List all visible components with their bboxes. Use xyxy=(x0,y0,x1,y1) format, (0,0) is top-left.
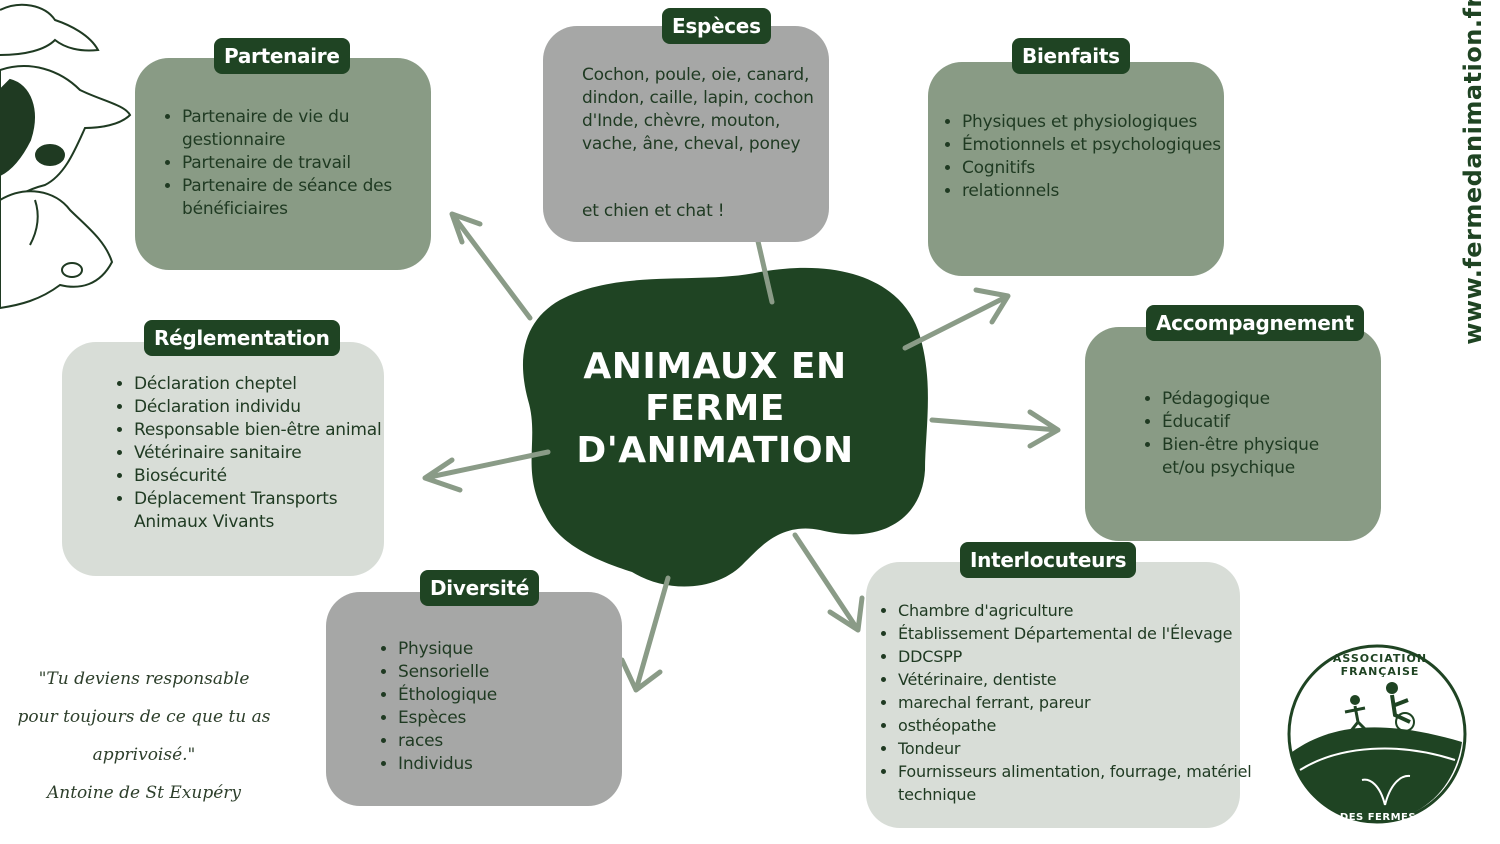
especes-text: Cochon, poule, oie, canard, dindon, cail… xyxy=(582,65,814,154)
interlocuteurs-list: Chambre d'agriculture Établissement Dépa… xyxy=(876,599,1258,806)
list-item: Biosécurité xyxy=(134,465,392,488)
list-item: Sensorielle xyxy=(398,661,618,684)
list-item: Établissement Départemental de l'Élevage xyxy=(898,622,1258,645)
quote-author: Antoine de St Exupéry xyxy=(47,783,241,803)
list-item: races xyxy=(398,730,618,753)
list-item: Partenaire de vie du gestionnaire xyxy=(182,106,432,152)
list-item: Individus xyxy=(398,753,618,776)
especes-label: Espèces xyxy=(662,8,771,44)
center-title: ANIMAUX EN FERME D'ANIMATION xyxy=(576,346,854,471)
arrow-to-bienfaits xyxy=(902,287,1011,351)
partenaire-list: Partenaire de vie du gestionnaire Parten… xyxy=(160,106,432,221)
quote-text: "Tu deviens responsable pour toujours de… xyxy=(17,669,271,765)
list-item: Vétérinaire sanitaire xyxy=(134,442,392,465)
website-url-container: www.fermedanimation.fr xyxy=(1455,0,1491,345)
list-item: DDCSPP xyxy=(898,645,1258,668)
list-item: Cognitifs xyxy=(962,157,1246,180)
list-item: Espèces xyxy=(398,707,618,730)
list-item: Émotionnels et psychologiques xyxy=(962,134,1246,157)
list-item: Éducatif xyxy=(1162,411,1362,434)
list-item: Tondeur xyxy=(898,737,1258,760)
center-blob xyxy=(522,267,928,587)
list-item: Éthologique xyxy=(398,684,618,707)
partenaire-box xyxy=(135,58,431,270)
list-item: osthéopathe xyxy=(898,714,1258,737)
partenaire-label: Partenaire xyxy=(214,38,350,74)
list-item: Pédagogique xyxy=(1162,388,1362,411)
arrow-to-interlocuteurs xyxy=(792,532,865,633)
arrow-to-accompagnement xyxy=(929,409,1061,449)
interlocuteurs-box xyxy=(866,562,1240,828)
diversite-list: Physique Sensorielle Éthologique Espèces… xyxy=(376,638,618,776)
reglementation-label: Réglementation xyxy=(144,320,340,356)
reglementation-box xyxy=(62,342,384,576)
diversite-label: Diversité xyxy=(420,570,540,606)
accompagnement-label: Accompagnement xyxy=(1146,305,1364,341)
arrow-to-reglementation xyxy=(422,449,551,493)
list-item: Partenaire de travail xyxy=(182,152,432,175)
quote: "Tu deviens responsable pour toujours de… xyxy=(16,660,272,812)
list-item: Partenaire de séance des bénéficiaires xyxy=(182,175,432,221)
list-item: relationnels xyxy=(962,180,1246,203)
list-item: Responsable bien-être animal xyxy=(134,419,392,442)
farm-animals-illustration xyxy=(0,3,132,310)
logo-text-bottom: des Fermes d'Animation xyxy=(1337,812,1419,834)
diversite-box xyxy=(326,592,622,806)
especes-box xyxy=(543,26,829,242)
especes-text-2: et chien et chat ! xyxy=(582,201,725,221)
list-item: Déclaration cheptel xyxy=(134,373,392,396)
list-item: Déclaration individu xyxy=(134,396,392,419)
arrow-to-diversite xyxy=(619,575,671,693)
website-url[interactable]: www.fermedanimation.fr xyxy=(1459,0,1487,345)
association-logo xyxy=(1287,644,1467,824)
list-item: Fournisseurs alimentation, fourrage, mat… xyxy=(898,760,1258,806)
bienfaits-label: Bienfaits xyxy=(1012,38,1130,74)
list-item: Bien-être physique et/ou psychique xyxy=(1162,434,1362,480)
list-item: Chambre d'agriculture xyxy=(898,599,1258,622)
interlocuteurs-label: Interlocuteurs xyxy=(960,542,1137,578)
bienfaits-list: Physiques et physiologiques Émotionnels … xyxy=(940,111,1246,203)
logo-text-top: Association Française xyxy=(1332,652,1428,678)
reglementation-list: Déclaration cheptel Déclaration individu… xyxy=(112,373,392,534)
list-item: marechal ferrant, pareur xyxy=(898,691,1258,714)
bienfaits-box xyxy=(928,62,1224,276)
accompagnement-list: Pédagogique Éducatif Bien-être physique … xyxy=(1140,388,1362,480)
list-item: Vétérinaire, dentiste xyxy=(898,668,1258,691)
list-item: Physique xyxy=(398,638,618,661)
list-item: Physiques et physiologiques xyxy=(962,111,1246,134)
accompagnement-box xyxy=(1085,327,1381,541)
arrow-to-partenaire xyxy=(449,211,533,321)
list-item: Déplacement Transports Animaux Vivants xyxy=(134,488,392,534)
